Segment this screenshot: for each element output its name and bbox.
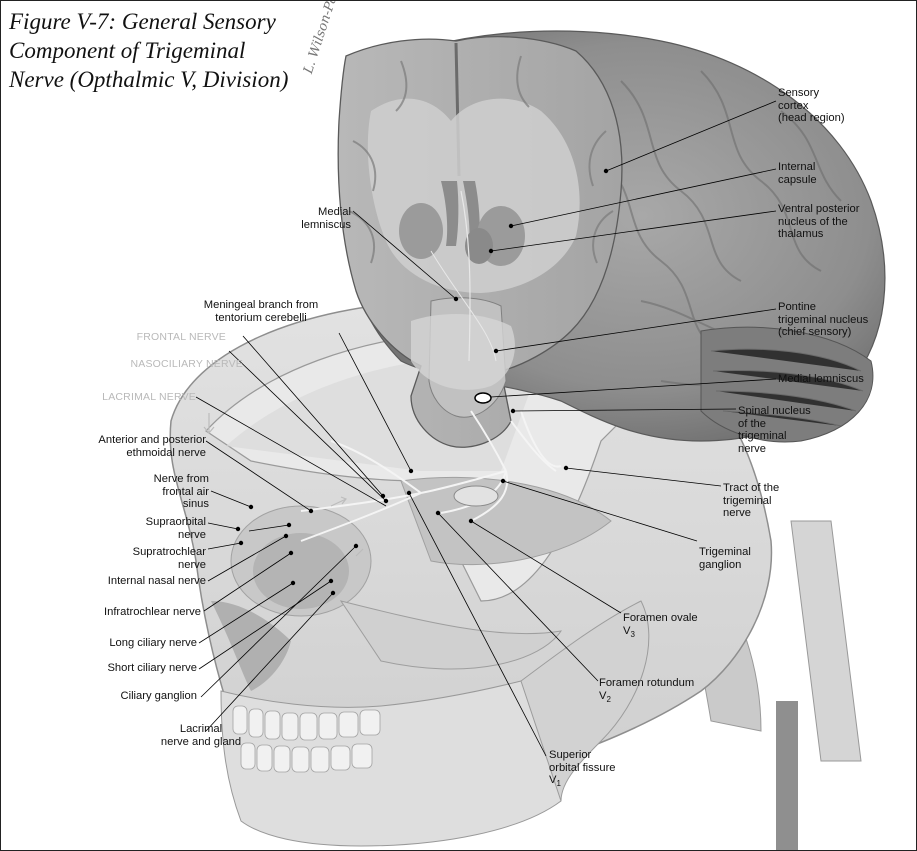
label-long-ciliary-nerve: Long ciliary nerve xyxy=(21,637,197,650)
label-internal-nasal-nerve: Internal nasal nerve xyxy=(21,575,206,588)
title-line-3: Nerve (Opthalmic V, Division) xyxy=(9,65,349,94)
label-foramen-rotundum: Foramen rotundum V2 xyxy=(599,677,694,706)
label-infratrochlear-nerve: Infratrochlear nerve xyxy=(21,606,201,619)
figure-title: Figure V-7: General Sensory Component of… xyxy=(9,7,349,94)
label-ciliary-ganglion: Ciliary ganglion xyxy=(21,690,197,703)
trigeminal-ganglion-shape xyxy=(454,486,498,506)
label-medial-lemniscus-right: Medial lemniscus xyxy=(778,373,864,386)
label-nasociliary-nerve: NASOCILIARY NERVE xyxy=(51,358,243,371)
label-frontal-nerve: FRONTAL NERVE xyxy=(91,331,226,344)
label-short-ciliary-nerve: Short ciliary nerve xyxy=(21,662,197,675)
label-lacrimal-nerve-caps: LACRIMAL NERVE xyxy=(61,391,196,404)
label-superior-orbital-fissure: Superior orbital fissure V1 xyxy=(549,749,616,791)
title-line-1: Figure V-7: General Sensory xyxy=(9,7,349,36)
title-line-2: Component of Trigeminal xyxy=(9,36,349,65)
label-foramen-ovale: Foramen ovale V3 xyxy=(623,612,698,641)
